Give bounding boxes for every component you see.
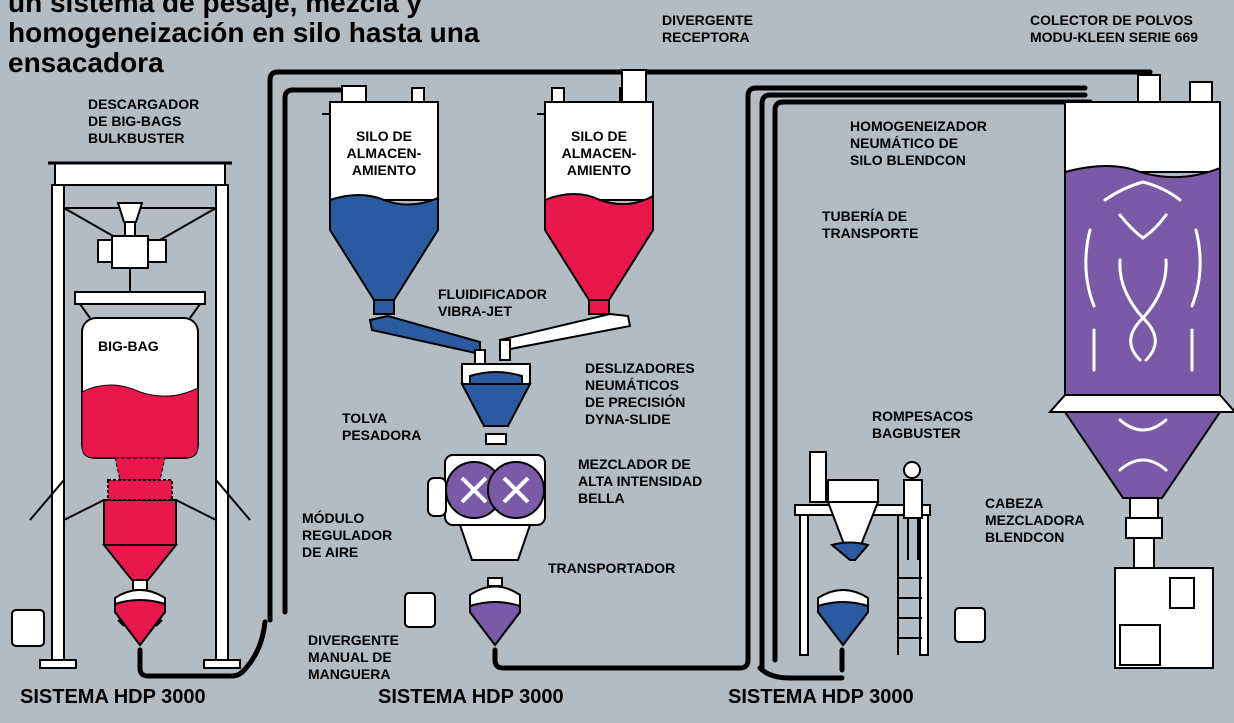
silo-2 (537, 87, 654, 315)
bagbuster-station (794, 451, 931, 656)
label-fluidificador: FLUIDIFICADOR VIBRA-JET (438, 286, 547, 319)
system-label-3: SISTEMA HDP 3000 (728, 686, 914, 708)
system-label-1: SISTEMA HDP 3000 (20, 686, 206, 708)
blend-arrows (1084, 180, 1202, 472)
air-modules (11, 592, 986, 647)
label-big-bag: BIG-BAG (98, 338, 159, 354)
label-homogeneizador: HOMOGENEIZADOR NEUMÁTICO DE SILO BLENDCO… (850, 118, 987, 168)
label-rompesacos: ROMPESACOS BAGBUSTER (872, 408, 974, 441)
label-cabeza: CABEZA MEZCLADORA BLENDCON (985, 495, 1085, 545)
operator-figure (903, 461, 923, 560)
dyna-slides (368, 312, 632, 365)
label-mezclador: MEZCLADOR DE ALTA INTENSIDAD BELLA (578, 456, 703, 506)
label-tuberia: TUBERÍA DE TRANSPORTE (822, 208, 919, 241)
packer (1114, 517, 1214, 669)
label-colector: COLECTOR DE POLVOS MODU-KLEEN SERIE 669 (1030, 12, 1199, 45)
blendcon-silo (1047, 74, 1234, 519)
system-label-2: SISTEMA HDP 3000 (378, 686, 564, 708)
hdp-vessel-3 (817, 589, 869, 647)
label-transportador: TRANSPORTADOR (548, 560, 676, 576)
page-title: un sistema de pesaje, mezcla y homogenei… (8, 0, 480, 78)
discharge-hopper (101, 479, 179, 591)
bella-mixer (427, 454, 546, 561)
label-descargador: DESCARGADOR DE BIG-BAGS BULKBUSTER (88, 96, 200, 146)
big-bag (81, 317, 199, 481)
label-divergente-manual: DIVERGENTE MANUAL DE MANGUERA (308, 632, 400, 682)
conveying-pipes (137, 69, 1153, 681)
label-silo-1: SILO DE ALMACEN- AMIENTO (346, 128, 422, 178)
label-modulo: MÓDULO REGULADOR DE AIRE (302, 510, 393, 560)
label-deslizadores: DESLIZADORES NEUMÁTICOS DE PRECISIÓN DYN… (585, 360, 695, 427)
hoist (97, 202, 167, 292)
label-tolva: TOLVA PESADORA (342, 410, 422, 443)
label-silo-2: SILO DE ALMACEN- AMIENTO (561, 128, 637, 178)
weigh-hopper (460, 363, 532, 445)
label-divergente-receptora: DIVERGENTE RECEPTORA (662, 12, 754, 45)
receiving-diverter (621, 69, 647, 103)
bulkbuster-frame (29, 161, 251, 669)
hdp-vessel-2 (469, 577, 521, 647)
bag-frame (74, 291, 206, 319)
silo-1 (322, 85, 439, 315)
hdp-vessel-1 (114, 589, 166, 647)
